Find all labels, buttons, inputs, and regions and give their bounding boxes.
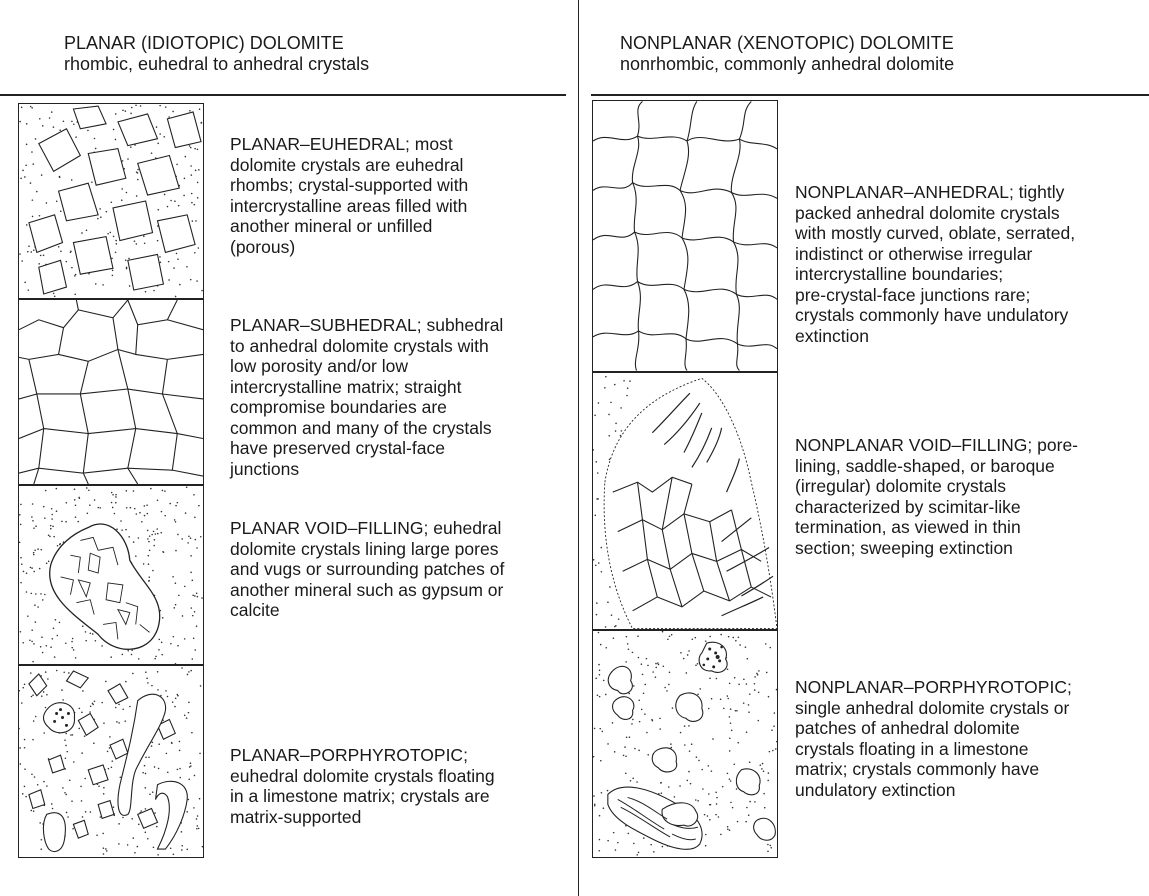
planar-void-filling-panel xyxy=(18,485,204,665)
nonplanar-void-filling-description: NONPLANAR VOID–FILLING; pore- lining, sa… xyxy=(795,435,1078,558)
planar-subhedral-description: PLANAR–SUBHEDRAL; subhedral to anhedral … xyxy=(230,315,503,479)
right-column-header: NONPLANAR (XENOTOPIC) DOLOMITE nonrhombi… xyxy=(620,33,954,75)
planar-void-filling-texture-icon xyxy=(19,486,203,664)
nonplanar-porphyrotopic-description: NONPLANAR–PORPHYROTOPIC; single anhedral… xyxy=(795,677,1072,800)
planar-euhedral-texture-icon xyxy=(19,104,203,298)
nonplanar-porphyrotopic-texture-icon xyxy=(593,631,777,857)
right-column-title: NONPLANAR (XENOTOPIC) DOLOMITE xyxy=(620,33,954,54)
planar-porphyrotopic-description: PLANAR–PORPHYROTOPIC; euhedral dolomite … xyxy=(230,745,495,827)
nonplanar-anhedral-description: NONPLANAR–ANHEDRAL; tightly packed anhed… xyxy=(795,182,1075,346)
nonplanar-void-filling-texture-icon xyxy=(593,373,777,629)
nonplanar-anhedral-panel xyxy=(592,100,778,372)
column-divider xyxy=(578,0,579,896)
planar-euhedral-panel xyxy=(18,103,204,299)
right-column-subtitle: nonrhombic, commonly anhedral dolomite xyxy=(620,54,954,75)
right-header-rule xyxy=(591,94,1149,96)
planar-porphyrotopic-texture-icon xyxy=(19,666,203,857)
planar-subhedral-panel xyxy=(18,299,204,485)
planar-euhedral-description: PLANAR–EUHEDRAL; most dolomite crystals … xyxy=(230,134,468,257)
left-header-rule xyxy=(0,94,566,96)
planar-void-filling-description: PLANAR VOID–FILLING; euhedral dolomite c… xyxy=(230,518,504,621)
nonplanar-porphyrotopic-panel xyxy=(592,630,778,858)
left-column-subtitle: rhombic, euhedral to anhedral crystals xyxy=(64,54,369,75)
planar-porphyrotopic-panel xyxy=(18,665,204,858)
nonplanar-void-filling-panel xyxy=(592,372,778,630)
left-column-title: PLANAR (IDIOTOPIC) DOLOMITE xyxy=(64,33,369,54)
nonplanar-anhedral-texture-icon xyxy=(593,101,777,371)
left-column-header: PLANAR (IDIOTOPIC) DOLOMITE rhombic, euh… xyxy=(64,33,369,75)
planar-subhedral-texture-icon xyxy=(19,300,203,484)
